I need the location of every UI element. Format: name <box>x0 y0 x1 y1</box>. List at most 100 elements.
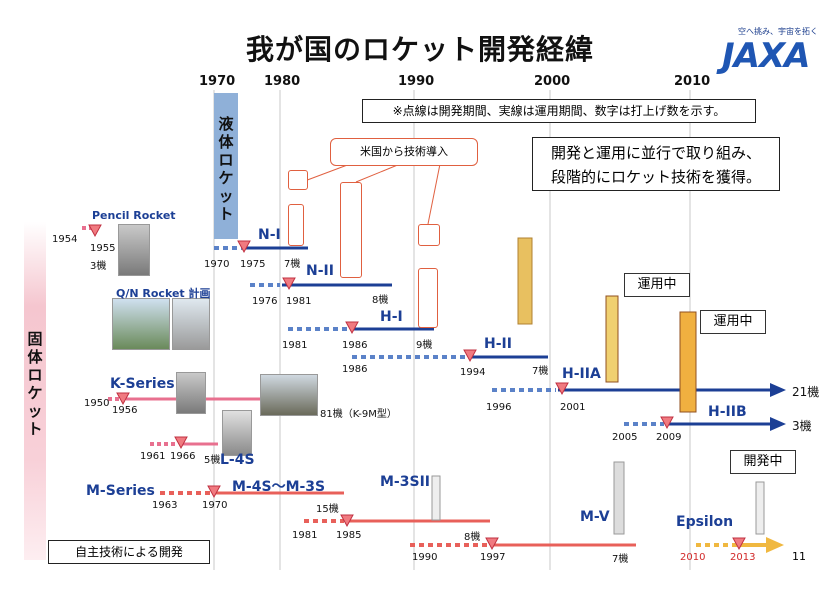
hi-label-1: 1981 <box>282 340 308 351</box>
mv-count: 7機 <box>612 554 629 565</box>
solid-timelines <box>82 224 784 553</box>
year-2000: 2000 <box>534 74 571 89</box>
pencil-label-1: 1954 <box>52 234 78 245</box>
hiia-count: 21機 <box>792 385 820 399</box>
pencil-rocket-photo <box>118 224 150 276</box>
m3sii-label-1: 1981 <box>292 530 318 541</box>
hiia-rocket-image <box>605 295 619 383</box>
nii-label-1: 1976 <box>252 296 278 307</box>
hiib-rocket-image <box>679 311 697 413</box>
hiia-launch-marker <box>555 382 569 396</box>
m3sii-launch-marker <box>340 514 354 528</box>
hi-label-2: 1986 <box>342 340 368 351</box>
liquid-category-bar: 液体ロケット <box>214 93 238 239</box>
ni-name: N-I <box>258 227 281 243</box>
pencil-count: 3機 <box>90 261 107 272</box>
mseries-label-1: 1963 <box>152 500 178 511</box>
qn-photo-2 <box>172 298 210 350</box>
hiia-arrowhead <box>770 383 786 397</box>
epsilon-label-2: 2013 <box>730 552 756 563</box>
liquid-category-label: 液体ロケット <box>218 115 234 223</box>
self-dev-box: 自主技術による開発 <box>48 540 210 564</box>
hiib-launch-marker <box>660 416 674 430</box>
kseries-label-1: 1950 <box>84 398 110 409</box>
kseries-launch-marker <box>116 392 130 406</box>
hiib-label-2: 2009 <box>656 432 682 443</box>
rocket-illustrations <box>431 237 765 535</box>
l4s-name: L-4S <box>220 452 255 468</box>
hi-sketch <box>418 224 440 246</box>
pencil-label-2: 1955 <box>90 243 116 254</box>
l4s-launch-marker <box>174 436 188 450</box>
qn-rocket-name: Q/N Rocket 計画 <box>116 287 211 300</box>
ni-sketch <box>288 170 308 190</box>
page-title: 我が国のロケット開発経緯 <box>245 33 594 66</box>
mv-label-1: 1990 <box>412 552 438 563</box>
kseries-name: K-Series <box>110 376 175 392</box>
ni-count: 7機 <box>284 259 301 270</box>
m3sii-label-2: 1985 <box>336 530 362 541</box>
nii-name: N-II <box>306 263 334 279</box>
kseries-photo-1 <box>176 372 206 414</box>
message-box: 開発と運用に並行で取り組み、 段階的にロケット技術を獲得。 <box>532 137 780 191</box>
kseries-label-2: 1956 <box>112 405 138 416</box>
mv-name: M-V <box>580 509 610 525</box>
epsilon-name: Epsilon <box>676 514 734 530</box>
hii-label-2: 1994 <box>460 367 486 378</box>
pencil-launch-marker <box>88 224 102 238</box>
hiia-label-2: 2001 <box>560 402 586 413</box>
hii-count: 7機 <box>532 366 549 377</box>
m4s-count: 15機 <box>316 504 339 515</box>
status-operating-hiib: 運用中 <box>700 310 766 334</box>
message-line-1: 開発と運用に並行で取り組み、 <box>550 144 761 162</box>
epsilon-arrowhead <box>766 537 784 553</box>
hii-rocket-image <box>517 237 533 325</box>
year-1980: 1980 <box>264 74 301 89</box>
mv-rocket-image <box>613 461 625 535</box>
hii-name: H-II <box>484 336 512 352</box>
nii-label-2: 1981 <box>286 296 312 307</box>
hii-label-1: 1986 <box>342 364 368 375</box>
epsilon-rocket-image <box>755 481 765 535</box>
ni-label-2: 1975 <box>240 259 266 270</box>
l4s-label-2: 1966 <box>170 451 196 462</box>
epsilon-launch-marker <box>732 537 746 551</box>
l4s-photo <box>222 410 252 456</box>
nii-count: 8機 <box>372 295 389 306</box>
jaxa-logo: JAXA <box>722 36 810 76</box>
hiib-label-1: 2005 <box>612 432 638 443</box>
us-tech-box: 米国から技術導入 <box>330 138 478 166</box>
mv-launch-marker <box>485 537 499 551</box>
m4s-label-1: 1970 <box>202 500 228 511</box>
mseries-name: M-Series <box>86 483 155 499</box>
kseries-photo-2 <box>260 374 318 416</box>
page-number: 11 <box>792 550 806 563</box>
hii-launch-marker <box>463 349 477 363</box>
hi-count: 9機 <box>416 340 433 351</box>
liquid-timelines <box>214 240 786 431</box>
solid-category-label: 固体ロケット <box>27 330 43 438</box>
l4s-label-1: 1961 <box>140 451 166 462</box>
hiib-arrowhead <box>770 417 786 431</box>
kseries-count: 81機（K-9M型） <box>320 409 397 420</box>
hi-name: H-I <box>380 309 403 325</box>
year-1970: 1970 <box>199 74 236 89</box>
year-1990: 1990 <box>398 74 435 89</box>
hiia-label-1: 1996 <box>486 402 512 413</box>
qn-photo-1 <box>112 298 170 350</box>
ni-sketch-2 <box>288 204 304 246</box>
hiib-count: 3機 <box>792 419 812 433</box>
l4s-count: 5機 <box>204 455 221 466</box>
nii-launch-marker <box>282 277 296 291</box>
message-line-2: 段階的にロケット技術を獲得。 <box>550 168 761 186</box>
solid-category-bar: 固体ロケット <box>24 222 46 560</box>
logo-tagline: 空へ挑み、宇宙を拓く <box>738 27 818 36</box>
mv-label-2: 1997 <box>480 552 506 563</box>
us-tech-connectors <box>301 163 441 225</box>
epsilon-label-1: 2010 <box>680 552 706 563</box>
m3sii-count: 8機 <box>464 532 481 543</box>
hiia-name: H-IIA <box>562 366 601 382</box>
ni-launch-marker <box>237 240 251 254</box>
